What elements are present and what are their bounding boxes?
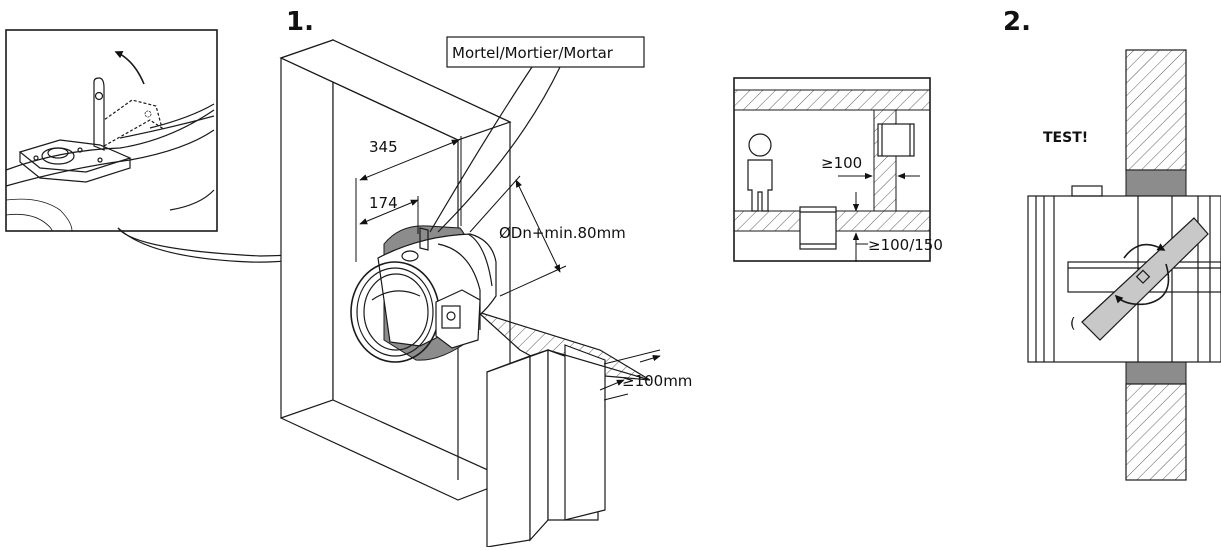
damper-test-diagram: TEST! (: [1027, 49, 1221, 481]
fire-damper-unit: [350, 225, 497, 363]
person-icon: [747, 133, 773, 212]
dimensions-step1: 345 174 ØDn+min.80mm ≥100mm: [355, 136, 692, 401]
mortar-callout: Mortel/Mortier/Mortar: [429, 36, 645, 233]
wall-gap-label: ≥100mm: [622, 372, 692, 390]
room-gap-label: ≥100: [821, 154, 862, 172]
dim-174-label: 174: [369, 194, 398, 212]
step-2-label: 2.: [1003, 7, 1031, 37]
diameter-label: ØDn+min.80mm: [499, 224, 626, 242]
bracket-detail-inset: [5, 29, 218, 232]
step-1-label: 1.: [286, 7, 314, 37]
floor-gap-label: ≥100/150: [868, 236, 943, 254]
small-mark: (: [1070, 316, 1075, 332]
mortar-label: Mortel/Mortier/Mortar: [452, 44, 614, 62]
room-section-diagram: ≥100 ≥100/150: [733, 77, 943, 262]
test-label: TEST!: [1043, 130, 1088, 146]
dim-345-label: 345: [369, 138, 398, 156]
